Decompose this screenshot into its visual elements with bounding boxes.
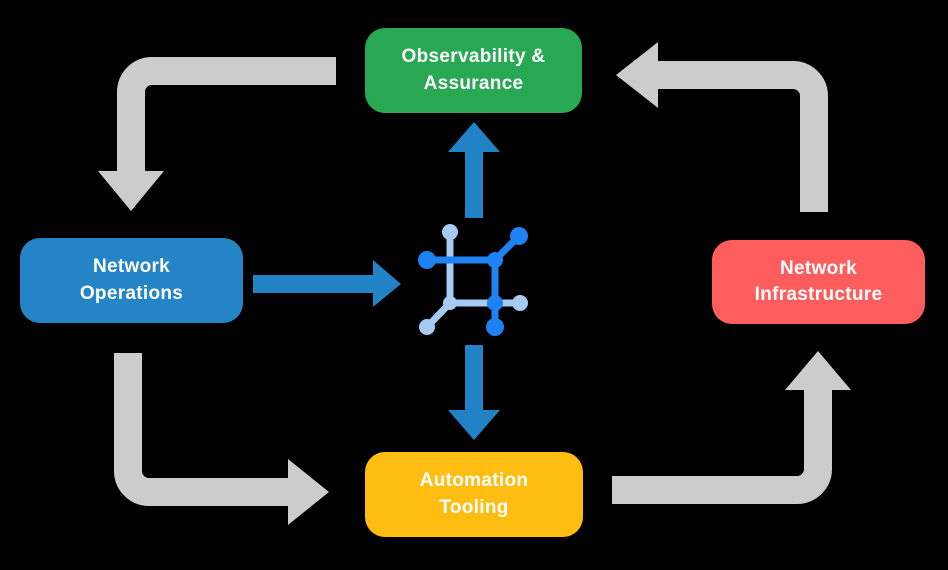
network-mesh-icon (418, 224, 528, 336)
arrow-automation-to-infrastructure (612, 351, 851, 504)
arrow-operations-to-center (253, 260, 401, 307)
icon-node (487, 252, 503, 268)
arrow-center-to-automation (448, 345, 500, 440)
node-label-line: Automation (419, 470, 529, 492)
arrow-infrastructure-to-observability (616, 42, 828, 212)
arrow-pipe (117, 57, 336, 171)
icon-node (486, 318, 504, 336)
arrow-pipe (612, 390, 832, 504)
arrowhead-up-icon (785, 351, 851, 390)
icon-node (442, 224, 458, 240)
icon-node (510, 227, 528, 245)
arrowhead-down-icon (98, 171, 164, 211)
arrow-observability-to-operations (98, 57, 336, 211)
arrow-pipe (114, 353, 288, 506)
arrow-center-to-observability (448, 122, 500, 218)
icon-node (443, 296, 457, 310)
node-label-line: Network (92, 256, 171, 278)
node-network-infrastructure: Network Infrastructure (712, 240, 925, 324)
node-automation-tooling: Automation Tooling (365, 452, 583, 537)
icon-node (487, 295, 503, 311)
node-label-line: Network (779, 257, 858, 279)
node-label-line: Infrastructure (754, 284, 883, 305)
node-label-line: Tooling (439, 496, 509, 518)
icon-node (418, 251, 436, 269)
arrowhead-right-icon (288, 459, 329, 525)
icon-node (419, 319, 435, 335)
arrow-operations-to-automation (114, 353, 329, 525)
node-label-line: Operations (79, 282, 184, 304)
arrow-pipe (658, 61, 828, 212)
icon-node (512, 295, 528, 311)
node-network-operations: Network Operations (20, 238, 243, 323)
node-label-line: Assurance (423, 72, 524, 94)
arrowhead-left-icon (616, 42, 658, 108)
node-label-line: Observability & (401, 46, 546, 68)
node-observability-assurance: Observability & Assurance (365, 28, 582, 113)
